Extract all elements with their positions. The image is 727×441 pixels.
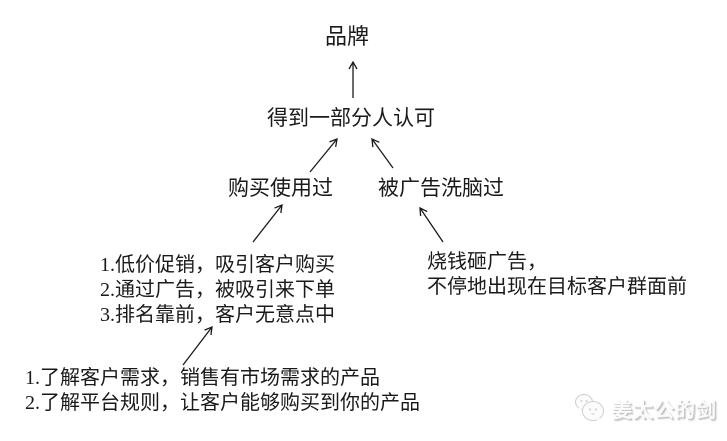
purchased-node: 购买使用过 xyxy=(228,176,333,200)
brand-node: 品牌 xyxy=(325,24,370,49)
ad-reason-line: 不停地出现在目标客户群面前 xyxy=(427,276,687,298)
purchase-reason-item: 2.通过广告，被吸引来下单 xyxy=(100,279,335,301)
recognition-node: 得到一部分人认可 xyxy=(267,106,435,130)
arrow-foundation-to-reasons xyxy=(182,325,213,366)
purchase-reasons-list: 1.低价促销，吸引客户购买 2.通过广告，被吸引来下单 3.排名靠前，客户无意点… xyxy=(100,253,335,328)
foundation-item: 1.了解客户需求，销售有市场需求的产品 xyxy=(25,367,380,389)
arrow-reasons-to-purchased xyxy=(252,203,283,243)
arrow-ad-to-brainwashed xyxy=(419,206,444,243)
purchase-reason-item: 3.排名靠前，客户无意点中 xyxy=(100,304,335,326)
ad-reasons-block: 烧钱砸广告， 不停地出现在目标客户群面前 xyxy=(427,250,687,300)
foundation-item: 2.了解平台规则，让客户能够购买到你的产品 xyxy=(25,392,420,414)
arrow-purchased-to-recognition xyxy=(309,137,338,173)
purchase-reason-item: 1.低价促销，吸引客户购买 xyxy=(100,254,335,276)
watermark-label: 姜太公的剑 xyxy=(612,399,717,422)
arrow-brainwashed-to-recognition xyxy=(371,137,394,169)
chat-bubbles-icon xyxy=(573,391,607,425)
brainwashed-node: 被广告洗脑过 xyxy=(378,176,504,200)
watermark: 姜太公的剑 xyxy=(573,391,717,425)
foundation-list: 1.了解客户需求，销售有市场需求的产品 2.了解平台规则，让客户能够购买到你的产… xyxy=(25,366,420,416)
ad-reason-line: 烧钱砸广告， xyxy=(427,251,547,273)
